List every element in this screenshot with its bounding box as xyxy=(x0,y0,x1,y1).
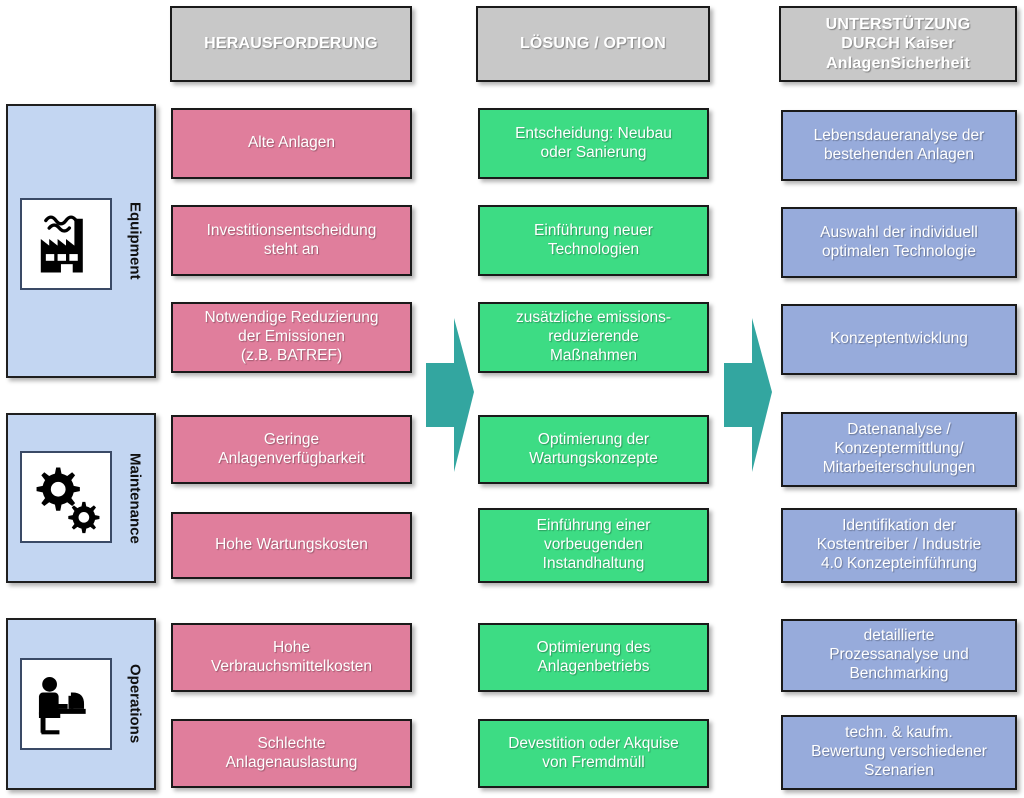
solution-box: Einführung einer vorbeugenden Instandhal… xyxy=(478,508,709,583)
category-operations-label: Operations xyxy=(126,664,144,744)
support-box: Konzeptentwicklung xyxy=(781,304,1017,375)
category-maintenance: Maintenance xyxy=(6,413,156,583)
solution-box: Entscheidung: Neubau oder Sanierung xyxy=(478,108,709,179)
solution-box: Optimierung des Anlagenbetriebs xyxy=(478,623,709,692)
arrow-solution-to-support xyxy=(720,300,776,490)
header-loesung-option: LÖSUNG / OPTION xyxy=(476,6,710,82)
person-at-computer-icon xyxy=(20,658,112,750)
challenge-box: Hohe Verbrauchsmittelkosten xyxy=(171,623,412,692)
solution-box: Devestition oder Akquise von Fremdmüll xyxy=(478,719,709,788)
challenge-box: Investitionsentscheidung steht an xyxy=(171,205,412,276)
challenge-box: Notwendige Reduzierung der Emissionen (z… xyxy=(171,302,412,373)
category-maintenance-label: Maintenance xyxy=(126,452,144,544)
challenge-box: Geringe Anlagenverfügbarkeit xyxy=(171,415,412,484)
solution-box: Optimierung der Wartungskonzepte xyxy=(478,415,709,484)
category-equipment: Equipment xyxy=(6,104,156,378)
solution-box: zusätzliche emissions- reduzierende Maßn… xyxy=(478,302,709,373)
support-box: Lebensdaueranalyse der bestehenden Anlag… xyxy=(781,110,1017,181)
support-box: Datenanalyse / Konzeptermittlung/ Mitarb… xyxy=(781,412,1017,487)
gears-icon xyxy=(20,451,112,543)
challenge-box: Alte Anlagen xyxy=(171,108,412,179)
factory-icon xyxy=(20,198,112,290)
support-box: Identifikation der Kostentreiber / Indus… xyxy=(781,508,1017,583)
support-box: detaillierte Prozessanalyse und Benchmar… xyxy=(781,619,1017,692)
solution-box: Einführung neuer Technologien xyxy=(478,205,709,276)
header-unterstuetzung: UNTERSTÜTZUNG DURCH Kaiser AnlagenSicher… xyxy=(779,6,1017,82)
category-equipment-label: Equipment xyxy=(126,202,144,280)
header-herausforderung: HERAUSFORDERUNG xyxy=(170,6,412,82)
support-box: techn. & kaufm. Bewertung verschiedener … xyxy=(781,715,1017,790)
support-box: Auswahl der individuell optimalen Techno… xyxy=(781,207,1017,278)
arrow-challenge-to-solution xyxy=(422,300,478,490)
category-operations: Operations xyxy=(6,618,156,790)
challenge-box: Hohe Wartungskosten xyxy=(171,512,412,579)
challenge-box: Schlechte Anlagenauslastung xyxy=(171,719,412,788)
